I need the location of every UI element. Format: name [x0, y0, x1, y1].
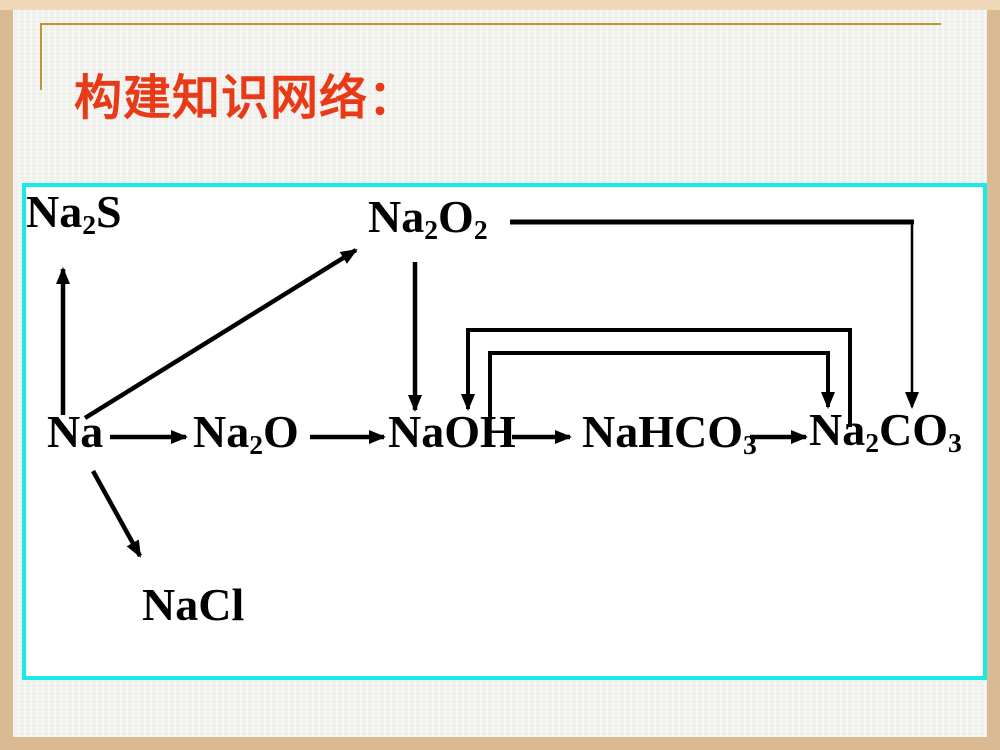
node-na2s: Na2S — [26, 186, 122, 240]
node-naoh: NaOH — [388, 406, 516, 457]
node-na2o2: Na2O2 — [368, 191, 488, 245]
frame-top-strip — [0, 0, 1000, 10]
frame-left-strip — [0, 10, 13, 750]
node-na2o: Na2O — [193, 406, 299, 460]
arrow-na-to-na2o2 — [83, 248, 358, 420]
node-na2co3: Na2CO3 — [809, 404, 962, 458]
node-na: Na — [47, 406, 104, 457]
knowledge-network-diagram: Na2S Na2O2 Na Na2O NaOH NaHCO3 Na2CO3 Na… — [22, 183, 987, 680]
frame-right-strip — [987, 10, 1000, 750]
diagram-arrows — [56, 219, 919, 558]
gold-accent-line — [40, 23, 941, 90]
node-nahco3: NaHCO3 — [582, 406, 757, 460]
arrow-na-to-nacl — [91, 469, 142, 558]
arrow-na2co3-to-naoh-bracket — [461, 328, 852, 427]
arrow-naoh-to-na2co3-bracket — [488, 351, 835, 418]
slide-title: 构建知识网络： — [74, 72, 418, 125]
node-nacl: NaCl — [142, 579, 245, 630]
frame-bottom-strip — [13, 737, 987, 750]
